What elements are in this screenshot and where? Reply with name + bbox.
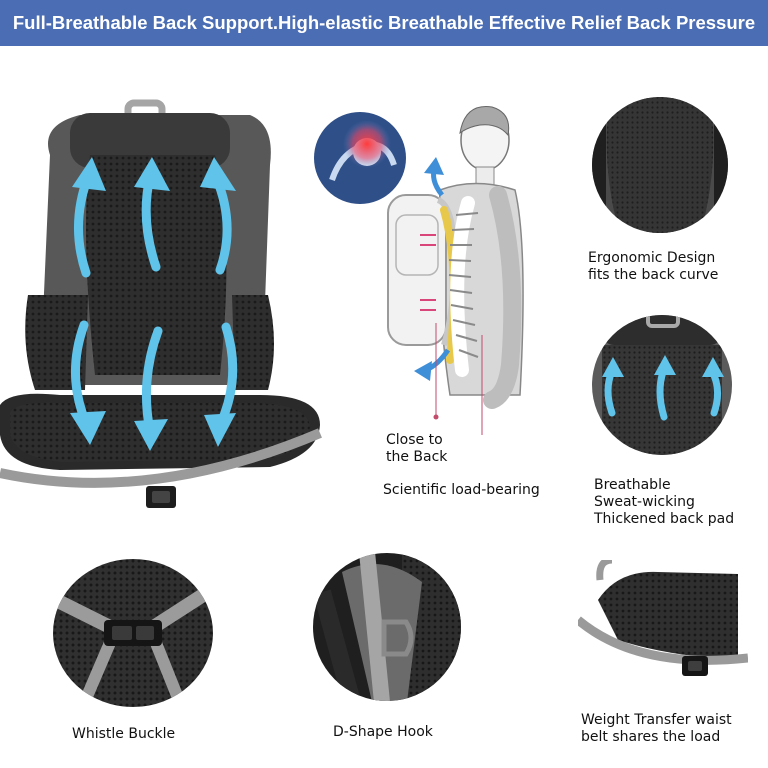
load-bearing-caption: Scientific load-bearing — [383, 482, 540, 498]
waist-line2: belt shares the load — [581, 729, 721, 745]
shoulder-pain-icon — [312, 110, 408, 206]
waist-line1: Weight Transfer waist — [581, 712, 732, 728]
breathable-line1: Breathable — [594, 477, 671, 493]
close-back-caption: Close to the Back — [386, 432, 447, 466]
close-back-line2: the Back — [386, 449, 448, 465]
whistle-buckle-image — [52, 558, 214, 708]
d-shape-hook-image — [312, 552, 462, 702]
close-back-line1: Close to — [386, 432, 443, 448]
banner-title: Full-Breathable Back Support.High-elasti… — [0, 0, 768, 46]
whistle-buckle-caption: Whistle Buckle — [72, 726, 176, 742]
buckle-icon — [104, 620, 162, 646]
spine-icon — [448, 196, 479, 377]
waist-belt-image — [578, 560, 748, 700]
breathable-line2: Sweat-wicking — [594, 494, 695, 510]
d-ring-icon — [381, 619, 414, 657]
backpack-back-image — [0, 95, 340, 525]
breathable-detail-image — [582, 305, 742, 465]
ergonomic-detail-image — [580, 95, 740, 235]
breathable-line3: Thickened back pad — [594, 511, 735, 527]
d-shape-hook-caption: D-Shape Hook — [333, 724, 433, 740]
ergonomic-line2: fits the back curve — [588, 267, 719, 283]
breathable-caption: Breathable Sweat-wicking Thickened back … — [594, 477, 734, 528]
waist-belt-caption: Weight Transfer waist belt shares the lo… — [581, 712, 732, 746]
ergonomic-caption: Ergonomic Design fits the back curve — [588, 250, 718, 284]
person-spine-illustration — [380, 95, 550, 435]
ergonomic-line1: Ergonomic Design — [588, 250, 716, 266]
